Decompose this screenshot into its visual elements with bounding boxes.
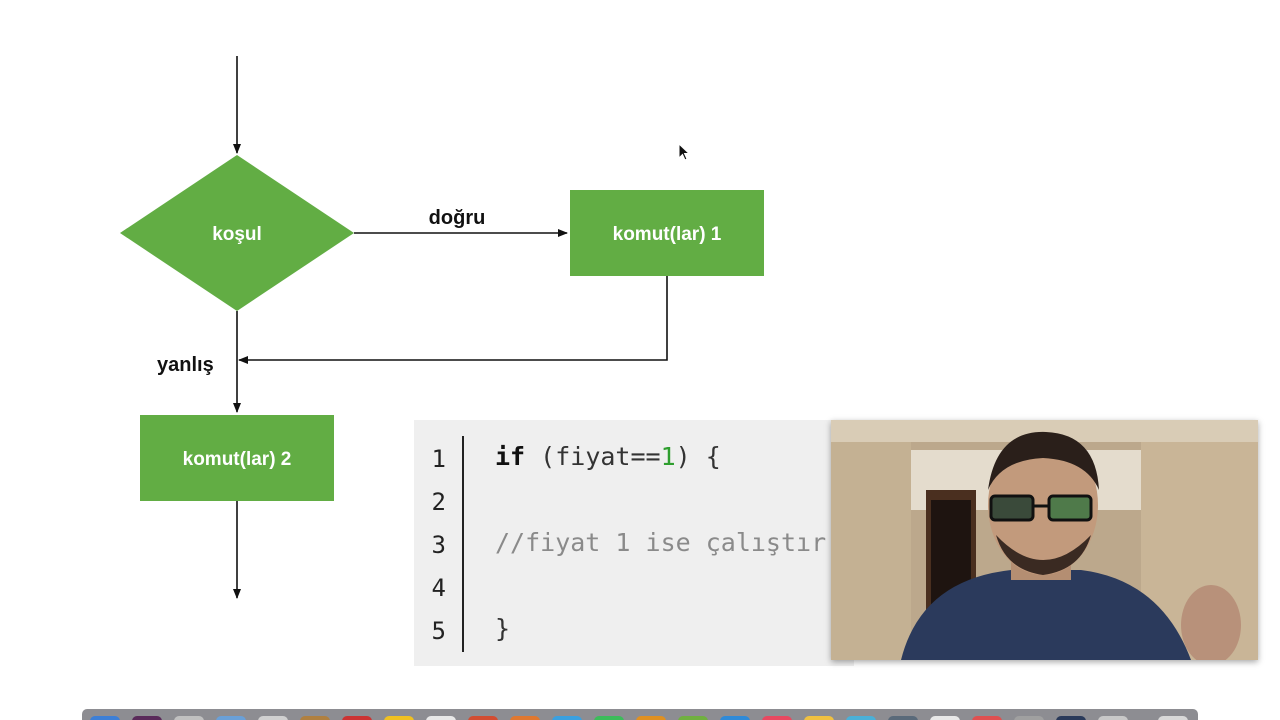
line-number: 3 xyxy=(431,531,446,559)
code-panel: 1 2 3 4 5 if (fiyat==1) { //fiyat 1 ise … xyxy=(414,420,854,666)
number-literal: 1 xyxy=(660,442,676,471)
line-number: 1 xyxy=(431,445,446,473)
line-number: 5 xyxy=(431,617,446,645)
line-number-gutter: 1 2 3 4 5 xyxy=(414,436,464,652)
condition-label: koşul xyxy=(212,224,262,245)
line-number: 4 xyxy=(431,574,446,602)
command2-box xyxy=(140,415,334,501)
webcam-video-overlay xyxy=(831,420,1258,660)
command2-label: komut(lar) 2 xyxy=(183,449,292,470)
webcam-person-video xyxy=(831,420,1258,660)
if-keyword: if xyxy=(495,442,526,471)
macos-dock xyxy=(82,709,1198,720)
condition-open: (fiyat== xyxy=(525,442,661,471)
line-number: 2 xyxy=(431,488,446,516)
mouse-cursor-icon xyxy=(678,143,691,161)
false-branch-label: yanlış xyxy=(157,354,214,376)
dock-app-icons xyxy=(90,716,1188,720)
command1-box xyxy=(570,190,764,276)
code-line-5: } xyxy=(495,614,511,643)
condition-close: ) { xyxy=(675,442,721,471)
return-arrow xyxy=(238,276,668,364)
code-line-3-comment: //fiyat 1 ise çalıştır xyxy=(495,528,827,557)
command1-label: komut(lar) 1 xyxy=(613,224,722,245)
condition-diamond xyxy=(120,155,354,311)
code-line-1: if (fiyat==1) { xyxy=(495,442,721,472)
true-branch-label: doğru xyxy=(429,207,486,229)
